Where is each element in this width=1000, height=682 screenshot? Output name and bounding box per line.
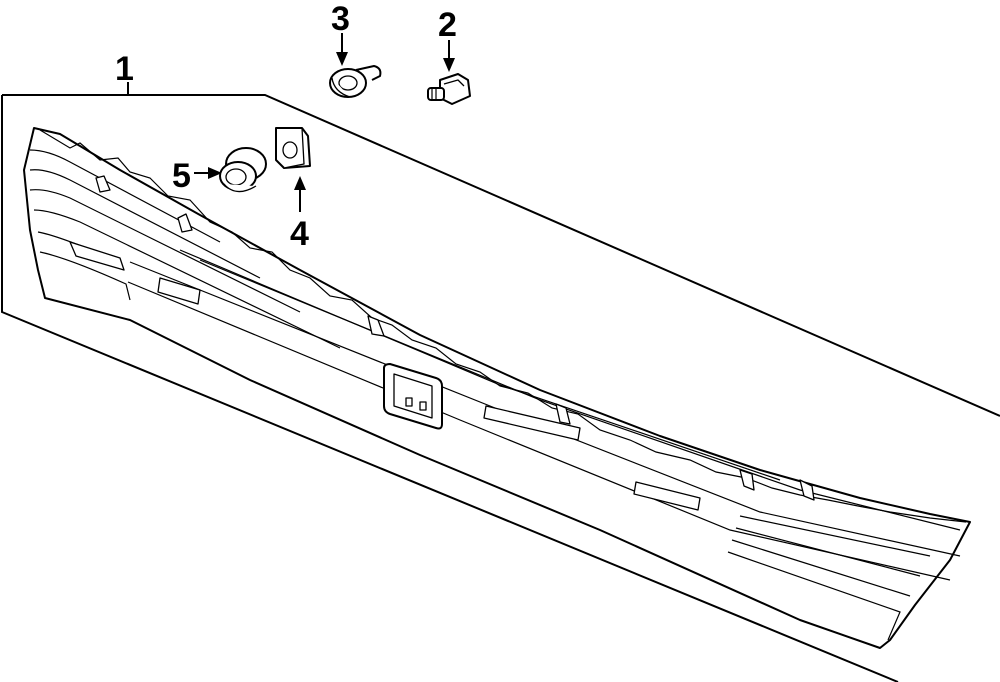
trim-panel-part-1 bbox=[23, 127, 971, 649]
callout-label-4: 4 bbox=[290, 215, 309, 253]
leader-arrow-4 bbox=[294, 176, 306, 212]
callout-label-5: 5 bbox=[172, 157, 191, 195]
assembly-frame bbox=[1, 82, 1000, 682]
leader-arrow-5 bbox=[194, 167, 222, 179]
grommet-part-5 bbox=[219, 147, 267, 193]
bolt-part-2 bbox=[427, 73, 471, 105]
leader-arrow-2 bbox=[443, 40, 455, 72]
nut-part-4 bbox=[275, 127, 311, 169]
callout-label-3: 3 bbox=[331, 0, 350, 38]
callout-label-1: 1 bbox=[115, 50, 134, 88]
callout-label-2: 2 bbox=[438, 6, 457, 44]
clip-part-3 bbox=[329, 65, 382, 98]
leader-arrow-3 bbox=[336, 33, 348, 66]
